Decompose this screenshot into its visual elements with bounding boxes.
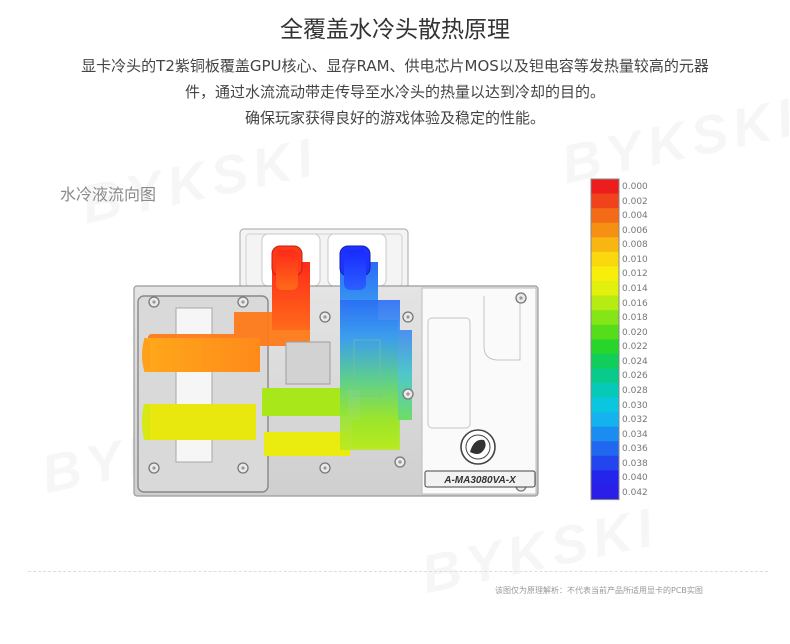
legend-value: 0.022 [622, 342, 648, 353]
legend-swatch [591, 484, 619, 501]
legend-value: 0.032 [622, 415, 648, 426]
legend-swatch [591, 470, 619, 486]
model-plate [424, 470, 536, 488]
footnote: 该图仅为原理解析：不代表当前产品所适用显卡的PCB实图 [495, 586, 703, 595]
legend-swatch [591, 237, 619, 253]
legend-value: 0.000 [622, 182, 648, 192]
legend-swatch [591, 208, 619, 224]
legend-swatch [591, 441, 619, 457]
legend-swatch [591, 179, 619, 195]
flow-velocity-legend [590, 178, 620, 501]
description-line: 件，通过水流流动带走传导至水冷头的热量以达到冷却的目的。 [184, 83, 605, 101]
legend-swatch [591, 339, 619, 355]
legend-value: 0.008 [622, 240, 648, 251]
legend-value: 0.006 [622, 225, 648, 236]
legend-swatch [591, 310, 619, 326]
legend-swatch [591, 455, 619, 471]
legend-value: 0.034 [622, 429, 648, 440]
legend-swatch [591, 266, 619, 282]
model-plate-text: A-MA3080VA-X [443, 475, 517, 486]
legend-value: 0.014 [622, 283, 648, 294]
legend-swatch [591, 295, 619, 311]
legend-value: 0.036 [622, 444, 648, 455]
legend-value: 0.030 [622, 400, 648, 411]
legend-swatch [591, 368, 619, 384]
legend-swatch [591, 193, 619, 209]
legend-value: 0.026 [622, 371, 648, 382]
legend-swatch [591, 222, 619, 238]
legend-value: 0.024 [622, 356, 648, 367]
legend-value: 0.042 [622, 487, 648, 498]
legend-swatch [591, 251, 619, 267]
page-title: 全覆盖水冷头散热原理 [280, 17, 510, 43]
legend-value: 0.040 [622, 473, 648, 484]
legend-value: 0.012 [622, 269, 648, 280]
legend-value: 0.028 [622, 385, 648, 396]
legend-value: 0.004 [622, 211, 648, 222]
legend-value: 0.002 [622, 196, 648, 207]
legend-swatch [591, 412, 619, 428]
description-line: 确保玩家获得良好的游戏体验及稳定的性能。 [244, 109, 545, 127]
legend-swatch [591, 280, 619, 297]
legend-value: 0.018 [622, 313, 648, 324]
legend-swatch [591, 426, 619, 442]
legend-value: 0.016 [622, 298, 648, 309]
legend-value: 0.038 [622, 458, 648, 469]
description-line: 显卡冷头的T2紫铜板覆盖GPU核心、显存RAM、供电芯片MOS以及钽电容等发热量… [81, 57, 709, 75]
legend-value: 0.010 [622, 254, 648, 265]
legend-swatch [591, 397, 619, 413]
legend-swatch [591, 382, 619, 399]
legend-value: 0.020 [622, 327, 648, 338]
legend-swatch [591, 353, 619, 369]
divider [28, 571, 768, 572]
legend-swatch [591, 324, 619, 340]
section-label: 水冷液流向图 [60, 185, 157, 204]
